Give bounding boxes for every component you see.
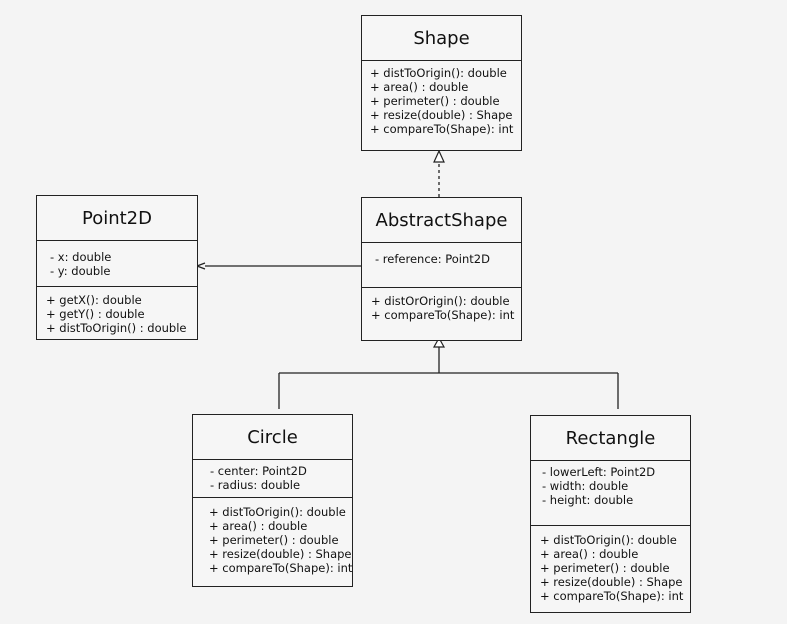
methods-section: + getX(): double+ getY() : double+ distT… (37, 287, 197, 340)
realization-arrowhead (433, 149, 445, 163)
attributes-section: - reference: Point2D (362, 243, 521, 288)
methods-section: + distToOrigin(): double+ area() : doubl… (362, 61, 521, 141)
method-line: + compareTo(Shape): int (371, 308, 515, 322)
class-name: Rectangle (531, 416, 690, 461)
method-line: + resize(double) : Shape (540, 575, 683, 589)
attribute-line: - width: double (542, 479, 629, 493)
method-line: + area() : double (370, 80, 469, 94)
method-line: + perimeter() : double (209, 533, 339, 547)
attribute-line: - center: Point2D (210, 464, 307, 478)
method-line: + compareTo(Shape): int (209, 561, 353, 575)
attribute-line: - reference: Point2D (375, 252, 490, 266)
method-line: + distToOrigin(): double (540, 533, 677, 547)
method-line: + area() : double (209, 519, 308, 533)
class-name: Point2D (37, 196, 197, 241)
method-line: + compareTo(Shape): int (540, 589, 684, 603)
attributes-section: - lowerLeft: Point2D- width: double- hei… (531, 461, 690, 526)
method-line: + area() : double (540, 547, 639, 561)
methods-section: + distToOrigin(): double+ area() : doubl… (193, 498, 352, 580)
attribute-line: - x: double (50, 250, 112, 264)
methods-section: + distOrOrigin(): double+ compareTo(Shap… (362, 288, 521, 327)
attribute-line: - lowerLeft: Point2D (542, 465, 656, 479)
method-line: + distToOrigin(): double (370, 66, 507, 80)
method-line: + resize(double) : Shape (209, 547, 352, 561)
class-shape: Shape + distToOrigin(): double+ area() :… (361, 15, 522, 151)
class-point2d: Point2D - x: double- y: double + getX():… (36, 195, 198, 340)
method-line: + getX(): double (46, 293, 142, 307)
method-line: + perimeter() : double (370, 94, 500, 108)
method-line: + distToOrigin() : double (46, 321, 187, 335)
attributes-section: - x: double- y: double (37, 241, 197, 287)
class-name: Circle (193, 415, 352, 460)
class-rectangle: Rectangle - lowerLeft: Point2D- width: d… (530, 415, 691, 613)
method-line: + getY() : double (46, 307, 145, 321)
attribute-line: - radius: double (210, 478, 301, 492)
methods-section: + distToOrigin(): double+ area() : doubl… (531, 526, 690, 608)
attribute-line: - y: double (50, 264, 111, 278)
attributes-section: - center: Point2D- radius: double (193, 460, 352, 498)
method-line: + compareTo(Shape): int (370, 122, 514, 136)
attribute-line: - height: double (542, 493, 634, 507)
class-name: AbstractShape (362, 198, 521, 243)
method-line: + perimeter() : double (540, 561, 670, 575)
class-circle: Circle - center: Point2D- radius: double… (192, 414, 353, 587)
class-abstractshape: AbstractShape - reference: Point2D + dis… (361, 197, 522, 341)
method-line: + distToOrigin(): double (209, 505, 346, 519)
association-arrowhead (195, 262, 206, 270)
method-line: + resize(double) : Shape (370, 108, 513, 122)
method-line: + distOrOrigin(): double (371, 294, 510, 308)
class-name: Shape (362, 16, 521, 61)
